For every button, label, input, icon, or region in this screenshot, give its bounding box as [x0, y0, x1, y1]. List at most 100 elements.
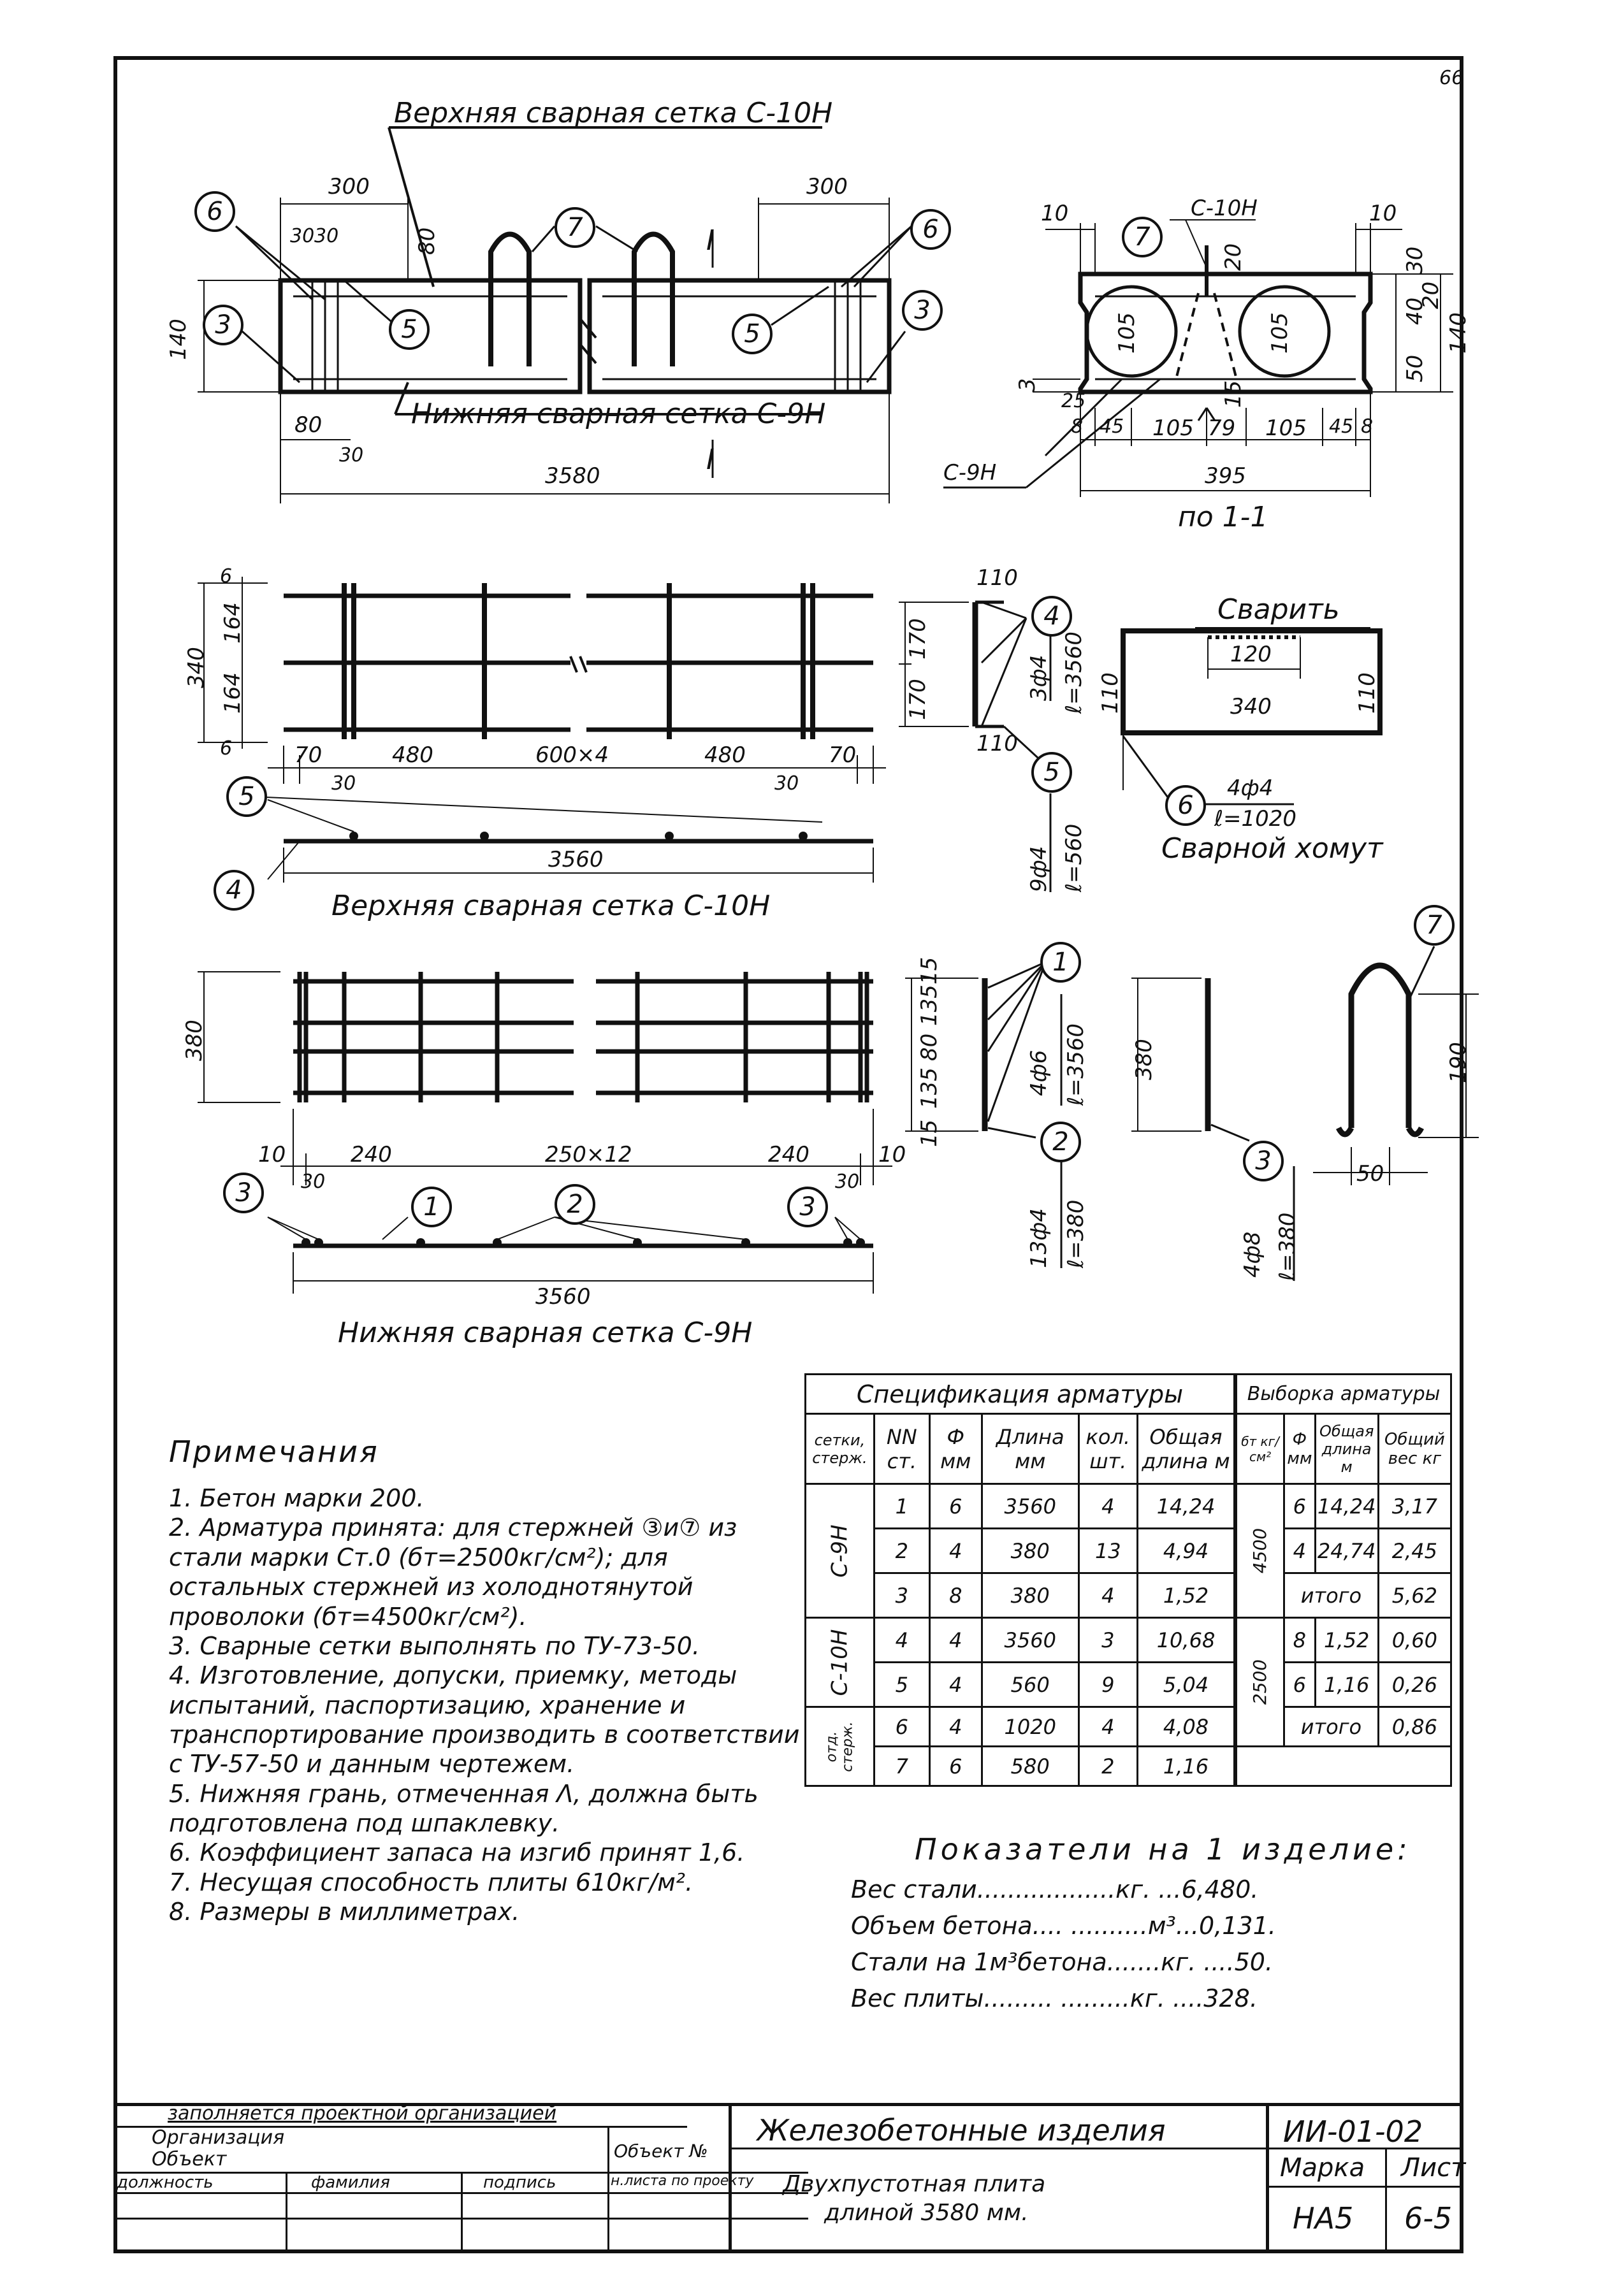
spec-col-total: Общая длина м	[1136, 1413, 1235, 1485]
spec-r6-c2: 4	[928, 1706, 983, 1747]
bottom-mesh-callout: Нижняя сварная сетка С-9Н	[411, 398, 826, 430]
dim-30-c: 30	[339, 444, 364, 466]
b3-length: ℓ=380	[1275, 1212, 1300, 1281]
spec-r3-c5: 1,52	[1136, 1572, 1235, 1619]
spec-r4-c2: 4	[928, 1617, 983, 1663]
sample-table-title: Выборка арматуры	[1235, 1373, 1452, 1415]
cs-mesh-top: С-10Н	[1191, 196, 1258, 221]
stirrup-spec: 4ф4	[1227, 776, 1274, 801]
sample-col-dia: Ф мм	[1283, 1413, 1316, 1485]
spec-r7-c3: 580	[980, 1745, 1080, 1787]
notes-block: Примечания 1. Бетон марки 200. 2. Армату…	[169, 1434, 806, 1927]
page-number: 66	[1439, 67, 1464, 89]
sample-col-strength: бт кг/см²	[1235, 1413, 1286, 1485]
tb-series: ИИ-01-02	[1283, 2114, 1423, 2149]
slab-section-right	[587, 278, 892, 394]
bm-rdim-15-a: 15	[917, 957, 942, 985]
b3-dim-380: 380	[1131, 1039, 1157, 1080]
bm-dim-240-right: 240	[768, 1142, 810, 1167]
callout-5-left: 5	[389, 309, 430, 350]
cs-dim-25: 25	[1061, 390, 1086, 412]
b4-dim-110-bottom: 110	[976, 731, 1018, 756]
spec-r1-c4: 4	[1077, 1483, 1139, 1529]
bm-callout-3-right: 3	[787, 1187, 828, 1227]
spec-row-1: С-9Н 1 6 3560 4 14,24	[804, 1483, 1235, 1619]
spec-group-separate: отд. стерж.	[824, 1721, 856, 1772]
spec-r1-c1: 1	[873, 1483, 931, 1529]
cs-dim-395: 395	[1205, 463, 1246, 489]
tm-dim-6-a: 6	[220, 565, 233, 588]
bm-length: 3560	[535, 1284, 591, 1310]
callout-7: 7	[555, 207, 595, 248]
b5-length: ℓ=560	[1061, 823, 1087, 892]
dim-30-a: 30	[290, 225, 315, 247]
spec-row-4: С-10Н 4 4 3560 3 10,68	[804, 1617, 1235, 1708]
tb-product-group: Железобетонные изделия	[757, 2113, 1166, 2148]
sample-r1-c2: 14,24	[1314, 1483, 1379, 1529]
cut-mark-top: I	[706, 224, 715, 257]
bm-dim-30-left: 30	[301, 1171, 326, 1193]
sample-r5-c2: 1,16	[1314, 1661, 1379, 1708]
b2-callout-2: 2	[1040, 1122, 1081, 1162]
sample-r3-total-label: итого	[1283, 1572, 1379, 1619]
note-1: 1. Бетон марки 200.	[169, 1484, 425, 1513]
stirrup-length: ℓ=1020	[1214, 806, 1297, 832]
spec-group-c10h: С-10Н	[827, 1629, 853, 1696]
stirrup-weld-label: Сварить	[1217, 593, 1340, 626]
sample-table: Выборка арматуры бт кг/см² Ф мм Общая дл…	[1235, 1373, 1453, 1787]
note-7: 7. Несущая способность плиты 610кг/м².	[169, 1868, 693, 1896]
bm-rdim-135-b: 135	[917, 1067, 942, 1109]
b2-length: ℓ=380	[1063, 1199, 1089, 1268]
spec-r7-c2: 6	[928, 1745, 983, 1787]
sample-r2-c2: 24,74	[1314, 1527, 1379, 1574]
bm-rdim-135-a: 135	[917, 985, 942, 1026]
b4-spec: 3ф4	[1026, 654, 1052, 701]
spec-r3-c3: 380	[980, 1572, 1080, 1619]
tm-dim-30-left: 30	[331, 772, 356, 795]
tm-callout-5: 5	[226, 776, 267, 817]
indicator-steel-weight: Вес стали..................кг. ...6,480.	[851, 1875, 1259, 1903]
spec-r3-c4: 4	[1077, 1572, 1139, 1619]
cs-bottom-dim-105-right: 105	[1265, 415, 1307, 441]
spec-r2-c3: 380	[980, 1527, 1080, 1574]
spec-col-mesh: сетки, стерж.	[804, 1413, 875, 1485]
tm-callout-4: 4	[214, 870, 254, 911]
stirrup-dim-110-left: 110	[1098, 672, 1123, 714]
bm-title: Нижняя сварная сетка С-9Н	[338, 1317, 753, 1349]
callout-3-left: 3	[203, 305, 243, 345]
bm-dim-250x12: 250×12	[545, 1142, 632, 1167]
tb-object: Объект	[152, 2148, 227, 2170]
tm-dim-164-a: 164	[220, 602, 245, 644]
bm-rdim-80: 80	[917, 1033, 942, 1061]
b4-length: ℓ=3560	[1061, 631, 1087, 714]
tm-dim-70-left: 70	[294, 742, 323, 768]
void-left	[1085, 285, 1178, 378]
sample-col-weight: Общий вес кг	[1377, 1413, 1453, 1485]
cut-mark-bottom: I	[706, 444, 715, 476]
spec-r1-c5: 14,24	[1136, 1483, 1235, 1529]
b1-spec: 4ф6	[1026, 1050, 1052, 1096]
spec-row-2: 2 4 380 13 4,94	[806, 1527, 1235, 1574]
dim-140: 140	[166, 319, 191, 360]
callout-6-left: 6	[194, 191, 235, 232]
cs-callout-7: 7	[1122, 217, 1163, 257]
spec-r4-c1: 4	[873, 1617, 931, 1663]
dim-300-right: 300	[806, 174, 848, 199]
cs-dim-50: 50	[1402, 354, 1428, 382]
loop-dim-50: 50	[1356, 1161, 1384, 1187]
sample-r3-total: 5,62	[1377, 1572, 1453, 1619]
b5-spec: 9ф4	[1026, 846, 1052, 892]
sample-group-4500: 4500	[1249, 1527, 1271, 1574]
spec-row-6: отд. стерж. 6 4 1020 4 4,08	[804, 1706, 1235, 1787]
dim-80-vert: 80	[414, 227, 440, 255]
tb-sheet-in-project: н.листа по проекту	[611, 2173, 754, 2189]
sample-r5-c3: 0,26	[1377, 1661, 1453, 1708]
spec-table-title: Спецификация арматуры	[804, 1373, 1235, 1415]
cs-dim-10-left: 10	[1041, 201, 1069, 226]
tm-length: 3560	[548, 847, 604, 872]
callout-3-right: 3	[902, 290, 943, 331]
spec-r3-c1: 3	[873, 1572, 931, 1619]
drawing-frame	[113, 56, 1463, 2253]
tm-title: Верхняя сварная сетка С-10Н	[331, 890, 771, 922]
tb-organization: Организация	[152, 2126, 285, 2149]
